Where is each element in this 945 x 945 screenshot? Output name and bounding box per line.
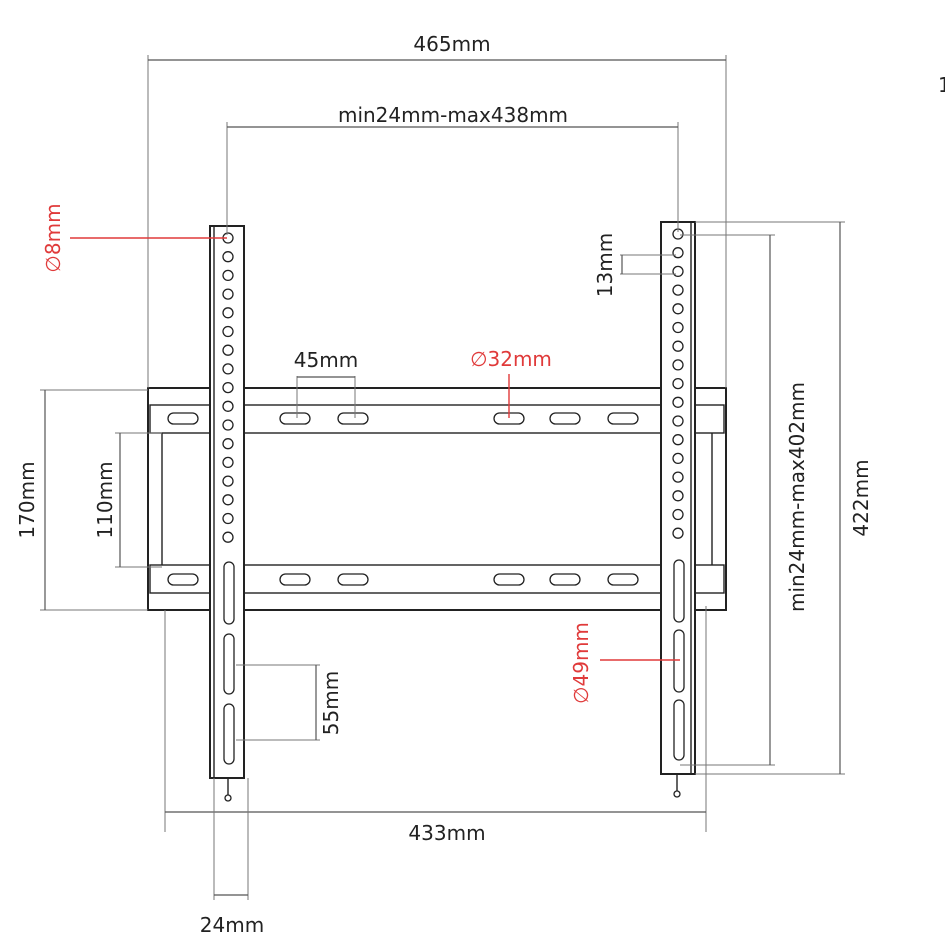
left-arm: [209, 225, 245, 802]
dim-hole-pitch: 13mm: [593, 233, 676, 297]
dim-arm-width: 24mm: [200, 778, 264, 937]
slot-32mm-label: ∅32mm: [470, 347, 552, 371]
left-arm-slot: [223, 633, 235, 695]
callout-slot-49mm: ∅49mm: [569, 622, 680, 704]
arm-hole: [222, 400, 234, 412]
right-arm: [660, 221, 696, 798]
right-arm-slot: [673, 699, 685, 761]
overall-width-label: 465mm: [413, 32, 490, 56]
arm-hole: [672, 340, 684, 352]
arm-hole: [222, 494, 234, 506]
arm-hole: [222, 307, 234, 319]
left-arm-slot: [223, 561, 235, 625]
bottom-rail: [149, 564, 725, 594]
bottom-slots: [167, 573, 639, 586]
vesa-horizontal-label: min24mm-max438mm: [338, 103, 568, 127]
dim-inner-height: 110mm: [93, 432, 162, 568]
dim-wall-plate-height: 170mm: [15, 389, 148, 611]
arm-hole: [672, 490, 684, 502]
wall-plate-height-label: 170mm: [15, 461, 39, 538]
arm-hole: [222, 251, 234, 263]
arm-hole: [672, 508, 684, 521]
arm-height-label: 422mm: [849, 459, 873, 536]
arm-hole: [672, 377, 684, 390]
arm-hole: [222, 531, 234, 543]
arm-hole: [672, 321, 684, 334]
dim-bottom-width: 433mm: [164, 606, 707, 845]
arm-hole: [672, 434, 684, 446]
dim-overall-width: 465mm: [147, 32, 727, 388]
hole-pitch-label: 13mm: [593, 233, 617, 297]
arm-hole: [222, 475, 234, 487]
arm-hole: [222, 381, 234, 394]
left-arm-slot: [223, 703, 235, 765]
top-rail: [149, 404, 725, 434]
right-arm-holes: [672, 228, 684, 539]
arm-hole: [672, 359, 684, 371]
callout-hole-8mm: ∅8mm: [41, 203, 227, 273]
arm-hole: [672, 415, 684, 427]
arm-hole: [222, 363, 234, 375]
slot-49mm-label: ∅49mm: [569, 622, 593, 704]
dim-vesa-vertical: min24mm-max402mm: [680, 234, 809, 766]
arm-hole: [672, 396, 684, 408]
arm-hole: [222, 325, 234, 338]
arm-hole: [672, 303, 684, 315]
lower-slot-label: 55mm: [319, 671, 343, 735]
vesa-vertical-label: min24mm-max402mm: [785, 382, 809, 612]
arm-hole: [672, 527, 684, 539]
dim-vesa-horizontal: min24mm-max438mm: [226, 103, 679, 235]
bottom-width-label: 433mm: [408, 821, 485, 845]
callout-slot-32mm: ∅32mm: [470, 347, 552, 418]
right-arm-slot: [673, 629, 685, 693]
arm-hole: [672, 265, 684, 278]
left-arm-holes: [222, 232, 234, 543]
arm-hole: [222, 438, 234, 450]
arm-hole: [222, 512, 234, 525]
corner-mark: 1: [938, 73, 945, 97]
slot-spacing-label: 45mm: [294, 348, 358, 372]
dim-slot-spacing: 45mm: [294, 348, 358, 418]
arm-hole: [672, 284, 684, 296]
top-slots: [167, 412, 639, 425]
arm-width-label: 24mm: [200, 913, 264, 937]
arm-hole: [222, 419, 234, 431]
arm-hole: [222, 269, 234, 282]
arm-hole: [222, 344, 234, 356]
arm-hole: [672, 471, 684, 483]
arm-hole: [672, 452, 684, 465]
dim-arm-height: 422mm: [695, 221, 873, 775]
dim-lower-slot: 55mm: [236, 664, 343, 741]
arm-hole: [672, 247, 684, 259]
arm-hole: [222, 456, 234, 469]
hole-8mm-label: ∅8mm: [41, 203, 65, 272]
right-arm-slot: [673, 559, 685, 623]
arm-hole: [222, 288, 234, 300]
inner-height-label: 110mm: [93, 461, 117, 538]
